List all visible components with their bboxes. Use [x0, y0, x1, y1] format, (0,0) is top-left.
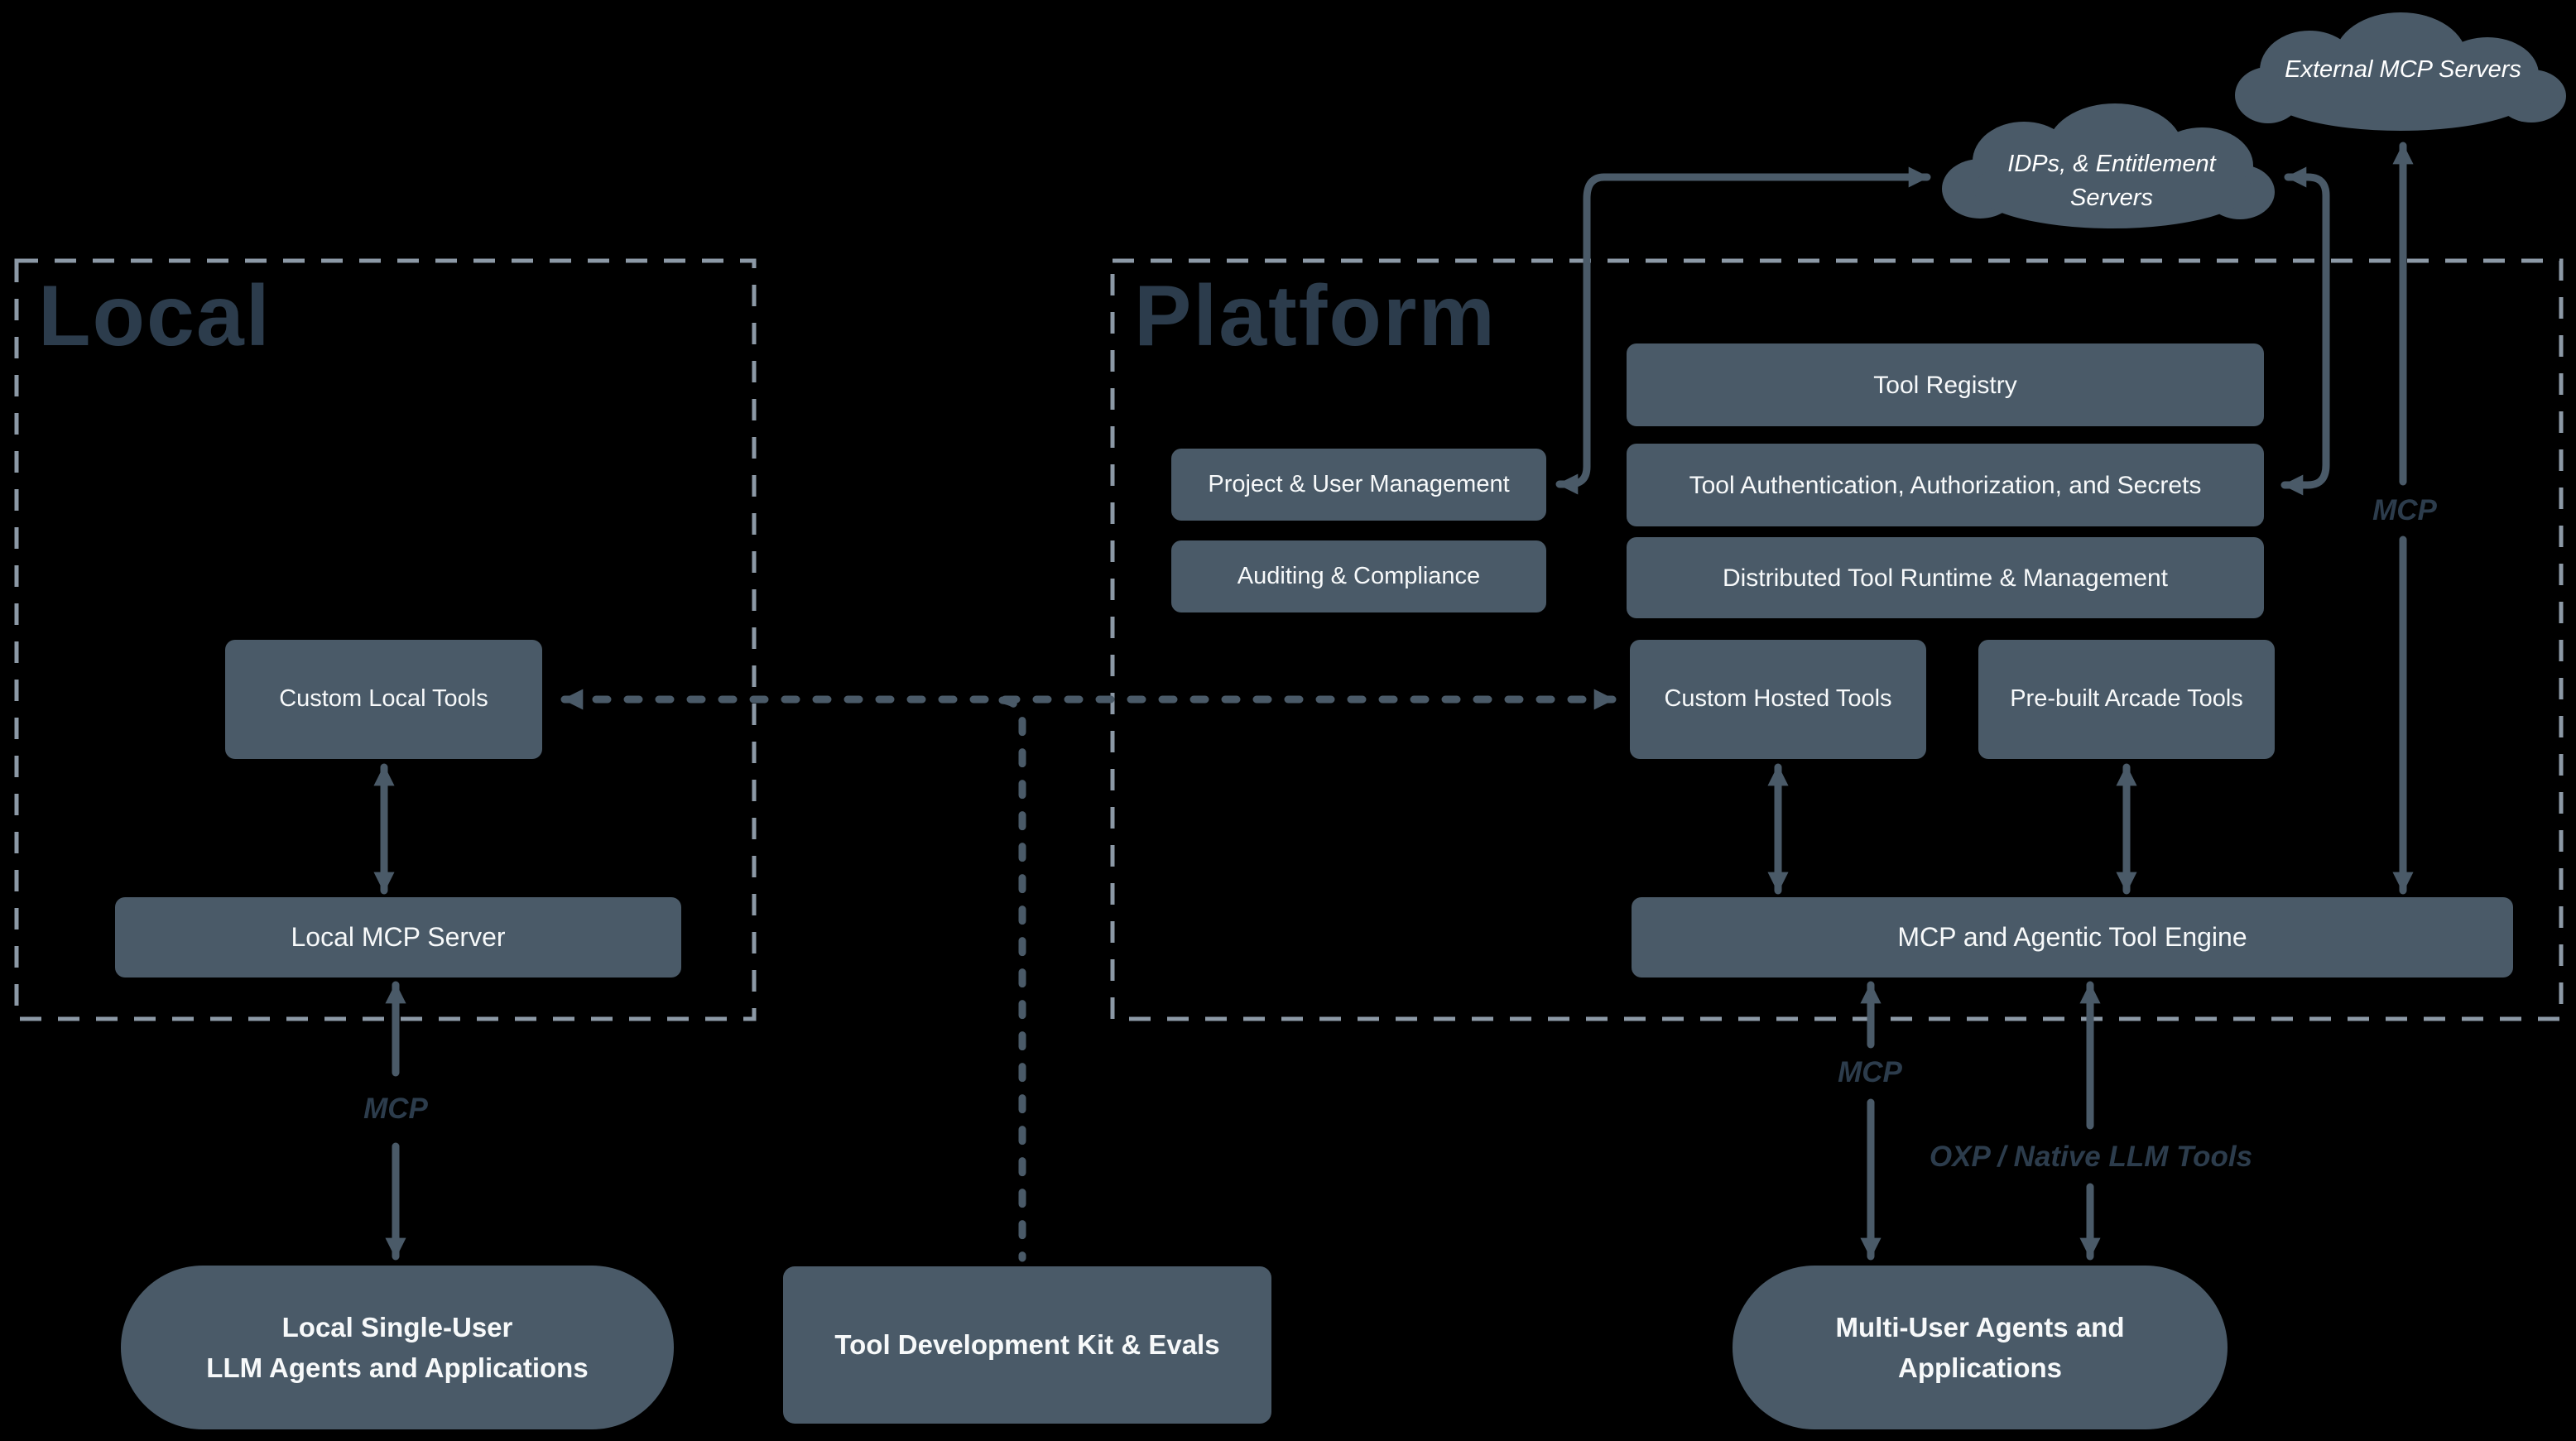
node-tool-development-kit: Tool Development Kit & Evals	[783, 1266, 1271, 1424]
edge-label-mcp-engine: MCP	[1838, 1056, 1902, 1088]
region-local-border	[14, 258, 757, 1021]
node-custom-hosted-tools: Custom Hosted Tools	[1630, 640, 1926, 759]
node-local-agents-line1: Local Single-User	[281, 1311, 513, 1343]
connector-idps-toolauth	[2280, 166, 2330, 496]
cloud-idps-entitlement-label: IDPs, & Entitlement Servers	[1979, 147, 2244, 214]
cloud-idps-label-line1: IDPs, & Entitlement	[2007, 151, 2216, 177]
edge-label-mcp-external: MCP	[2372, 494, 2437, 526]
node-prebuilt-arcade-tools: Pre-built Arcade Tools	[1978, 640, 2275, 759]
node-multi-agents-line1: Multi-User Agents and	[1835, 1311, 2125, 1343]
node-multi-agents-line2: Applications	[1897, 1352, 2063, 1383]
edge-label-oxp-native-llm-tools: OXP / Native LLM Tools	[1929, 1141, 2253, 1173]
node-local-agents-line2: LLM Agents and Applications	[206, 1352, 589, 1383]
node-local-single-user-agents: Local Single-User LLM Agents and Applica…	[121, 1266, 674, 1429]
node-tool-authentication: Tool Authentication, Authorization, and …	[1627, 444, 2264, 526]
idps-cloud-shape	[1942, 103, 2275, 228]
connector-tdk-branch-dashed	[998, 696, 1026, 1262]
node-auditing-compliance: Auditing & Compliance	[1171, 540, 1546, 612]
connector-idps-projectuser	[1555, 166, 1931, 495]
node-custom-local-tools: Custom Local Tools	[225, 640, 542, 759]
edge-label-mcp-local: MCP	[363, 1093, 428, 1125]
node-multi-user-agents: Multi-User Agents and Applications	[1733, 1266, 2228, 1429]
region-title-platform: Platform	[1134, 268, 1497, 364]
cloud-idps-label-line2: Servers	[2070, 184, 2153, 211]
external-mcp-cloud-shape	[2235, 12, 2566, 131]
region-title-local: Local	[38, 268, 272, 364]
node-mcp-agentic-tool-engine: MCP and Agentic Tool Engine	[1632, 897, 2513, 977]
node-distributed-tool-runtime: Distributed Tool Runtime & Management	[1627, 537, 2264, 618]
node-tool-registry: Tool Registry	[1627, 343, 2264, 426]
node-local-mcp-server: Local MCP Server	[115, 897, 681, 977]
node-project-user-management: Project & User Management	[1171, 449, 1546, 521]
cloud-external-mcp-servers-label: External MCP Servers	[2285, 56, 2521, 83]
